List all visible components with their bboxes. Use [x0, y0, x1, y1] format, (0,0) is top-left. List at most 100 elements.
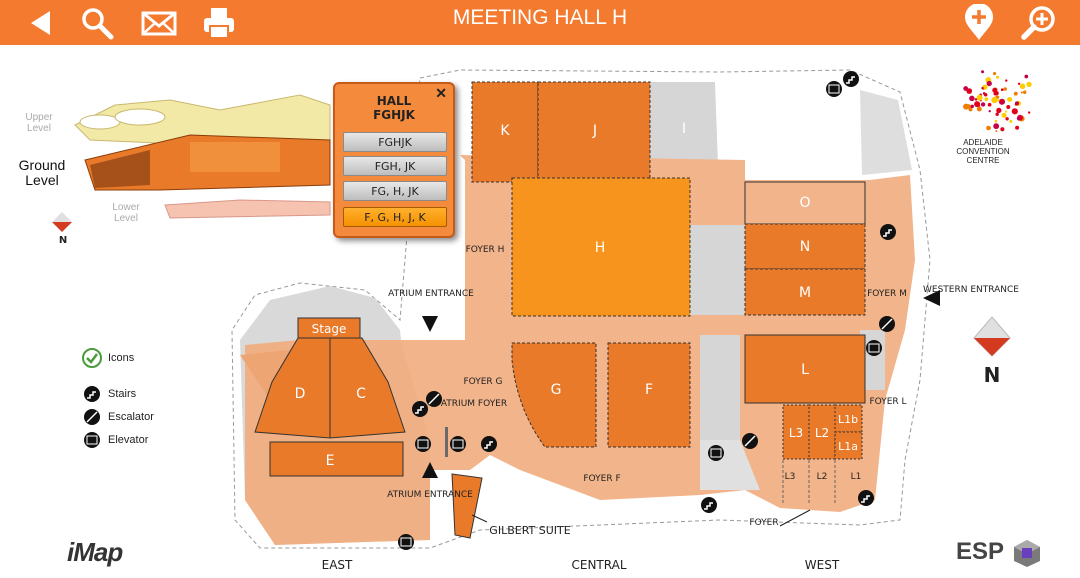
- north-arrow-small: N: [52, 212, 72, 246]
- logo-dot: [988, 109, 991, 113]
- room-k[interactable]: K: [471, 81, 539, 183]
- room-g-label: G: [551, 382, 562, 398]
- room-j-label: J: [592, 123, 597, 139]
- level-selector-illustration[interactable]: [74, 94, 331, 219]
- hall-selector-popup: ✕ HALL FGHJK FGHJK FGH, JK FG, H, JK F, …: [333, 82, 455, 238]
- svg-text:GILBERT SUITE: GILBERT SUITE: [489, 524, 570, 537]
- room-f-label: F: [645, 382, 653, 398]
- logo-dot: [981, 70, 985, 74]
- svg-text:ATRIUM ENTRANCE: ATRIUM ENTRANCE: [387, 490, 473, 500]
- back-icon[interactable]: [22, 4, 60, 42]
- stage[interactable]: Stage: [297, 317, 361, 339]
- elevator-icon: [826, 81, 842, 97]
- elevator-icon: [450, 436, 466, 452]
- logo-dot: [994, 119, 998, 123]
- logo-dot: [963, 86, 969, 91]
- logo-dot: [1007, 96, 1013, 102]
- logo-dot: [986, 125, 991, 131]
- room-l1b[interactable]: L1b: [834, 404, 863, 433]
- imap-logo: iMap: [67, 537, 123, 567]
- logo-dot: [966, 88, 973, 94]
- logo-dot: [1015, 125, 1020, 130]
- logo-dot: [1027, 111, 1031, 114]
- option-fg-h-jk[interactable]: FG, H, JK: [343, 181, 447, 201]
- top-toolbar: MEETING HALL H: [0, 0, 1080, 45]
- room-n[interactable]: N: [744, 223, 866, 270]
- room-l1a-label: L1a: [838, 440, 858, 453]
- stairs-icon: [412, 401, 428, 417]
- logo-dot: [1006, 105, 1011, 110]
- logo-dot: [980, 102, 986, 107]
- email-icon[interactable]: [140, 4, 178, 42]
- search-icon[interactable]: [78, 4, 116, 42]
- print-icon[interactable]: [200, 4, 238, 42]
- western-entrance-arrow: [923, 290, 940, 306]
- logo-dot: [1000, 127, 1005, 132]
- room-j[interactable]: J: [537, 81, 651, 183]
- room-f[interactable]: F: [607, 342, 691, 448]
- room-o[interactable]: O: [744, 181, 866, 225]
- room-d[interactable]: D: [254, 337, 331, 439]
- svg-text:ATRIUM ENTRANCE: ATRIUM ENTRANCE: [388, 289, 474, 299]
- logo-dot: [1005, 117, 1009, 121]
- svg-text:WESTERN ENTRANCE: WESTERN ENTRANCE: [923, 285, 1019, 295]
- logo-dot: [1001, 112, 1007, 118]
- level-upper[interactable]: Upper Level: [25, 112, 53, 134]
- option-fgh-jk[interactable]: FGH, JK: [343, 156, 447, 176]
- room-m[interactable]: M: [744, 268, 866, 316]
- stairs-icon: [880, 224, 896, 240]
- close-icon[interactable]: ✕: [435, 85, 447, 101]
- svg-text:L3: L3: [785, 472, 796, 482]
- room-l1a[interactable]: L1a: [834, 431, 863, 460]
- legend-escalator: Escalator: [82, 407, 154, 427]
- room-c-label: C: [356, 386, 366, 402]
- room-e[interactable]: E: [269, 441, 404, 477]
- option-fghjk[interactable]: FGHJK: [343, 132, 447, 152]
- logo-dot: [1000, 88, 1004, 92]
- logo-dot: [976, 106, 982, 112]
- logo-dot: [1005, 79, 1008, 82]
- room-l3[interactable]: L3: [782, 404, 810, 460]
- logo-dot: [974, 101, 981, 108]
- north-letter: N: [984, 363, 1001, 387]
- room-l1b-label: L1b: [838, 413, 858, 426]
- level-ground[interactable]: Ground Level: [18, 157, 66, 188]
- elevator-icon: [84, 432, 100, 448]
- svg-text:FOYER G: FOYER G: [463, 377, 502, 387]
- room-h[interactable]: H: [511, 177, 691, 317]
- logo-dot: [983, 93, 988, 97]
- svg-text:WEST: WEST: [805, 558, 840, 572]
- svg-text:FOYER L: FOYER L: [869, 397, 906, 407]
- option-f-g-h-j-k[interactable]: F, G, H, J, K: [343, 207, 447, 227]
- room-d-label: D: [295, 386, 306, 402]
- logo-dot: [1019, 83, 1026, 89]
- floor-plan-map[interactable]: K J I H O N M L G F L3 L2 L1: [0, 45, 1080, 578]
- logo-dot: [1020, 91, 1023, 94]
- logo-dot: [987, 102, 992, 107]
- logo-dot: [963, 103, 969, 110]
- room-l[interactable]: L: [744, 334, 866, 404]
- logo-dot: [1016, 116, 1022, 121]
- location-icon[interactable]: [960, 3, 998, 42]
- logo-dot: [1017, 82, 1021, 85]
- level-lower[interactable]: Lower Level: [112, 202, 140, 224]
- svg-text:FOYER M: FOYER M: [867, 289, 907, 299]
- cube-icon: [1014, 540, 1040, 567]
- gilbert-suite[interactable]: [451, 473, 483, 539]
- room-l2[interactable]: L2: [808, 404, 836, 460]
- svg-text:ATRIUM FOYER: ATRIUM FOYER: [441, 399, 507, 409]
- popup-title: HALL FGHJK: [373, 94, 415, 122]
- logo-dot: [996, 75, 1000, 79]
- logo-dot: [997, 99, 1000, 102]
- room-c[interactable]: C: [329, 337, 406, 439]
- check-icon: [82, 348, 102, 368]
- stairs-icon: [481, 436, 497, 452]
- logo-dot: [995, 112, 999, 116]
- logo-dot: [1005, 110, 1008, 113]
- room-g[interactable]: G: [511, 342, 597, 448]
- logo-dot: [991, 96, 998, 104]
- stairs-icon: [701, 497, 717, 513]
- logo-dot: [1011, 108, 1018, 115]
- stairs-icon: [84, 386, 100, 402]
- zoom-in-icon[interactable]: [1020, 4, 1058, 42]
